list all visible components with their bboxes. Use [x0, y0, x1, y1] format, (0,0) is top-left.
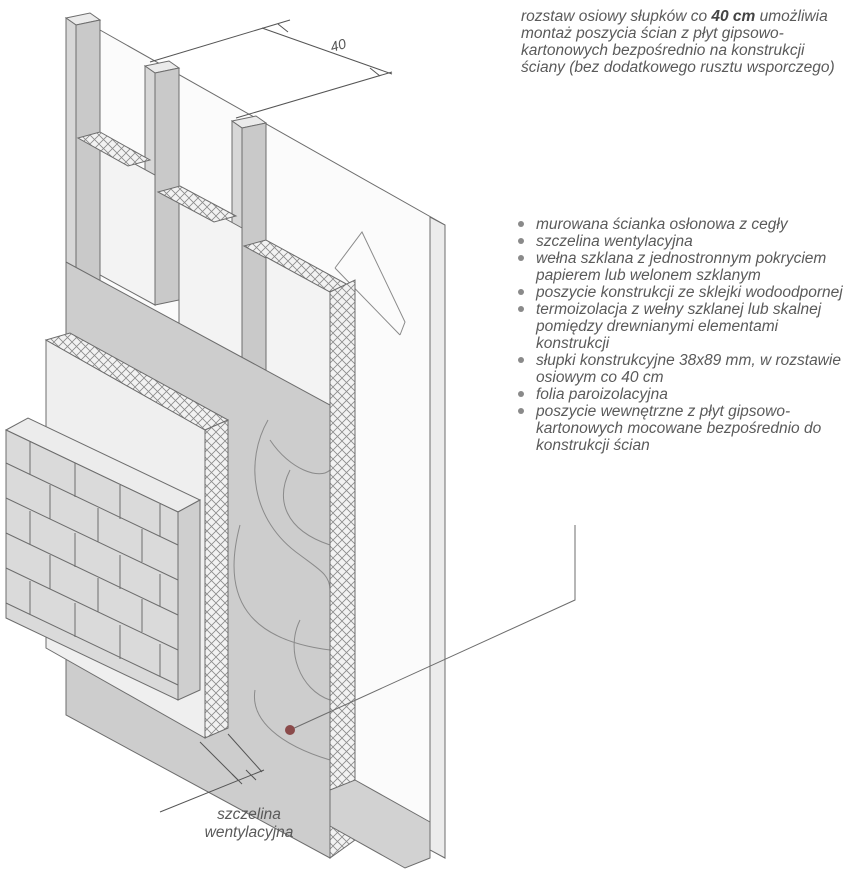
gypsum-board-edge: [429, 216, 446, 859]
insulation-infill-1: [99, 144, 156, 306]
legend-item: poszycie wewnętrzne z płyt gipsowo-karto…: [517, 403, 851, 454]
plywood-grain: [233, 419, 331, 761]
bullet-icon: [518, 289, 524, 295]
layer-legend: murowana ścianka osłonowa z cegły szczel…: [517, 216, 851, 454]
brick-veneer: [4, 417, 202, 701]
legend-leader: [285, 525, 576, 735]
gap-label-line-2: wentylacyjna: [204, 824, 294, 841]
bottom-plate: [329, 779, 431, 869]
plywood-sheathing-edge: [329, 279, 356, 859]
legend-item: folia paroizolacyjna: [517, 386, 851, 403]
ventilation-gap-dimension: [159, 733, 265, 813]
legend-item: murowana ścianka osłonowa z cegły: [517, 216, 851, 233]
stud-spacing-note: rozstaw osiowy słupków co 40 cm umożliwi…: [521, 8, 841, 76]
legend-item: wełna szklana z jednostronnym pokryciem …: [517, 250, 851, 284]
bullet-icon: [518, 221, 524, 227]
vapor-barrier-foil: [334, 231, 406, 336]
bullet-icon: [518, 306, 524, 312]
bullet-icon: [518, 357, 524, 363]
stud-spacing-value: 40: [328, 35, 348, 55]
bullet-icon: [518, 255, 524, 261]
bullet-icon: [518, 391, 524, 397]
legend-item: poszycie konstrukcji ze sklejki wodoodpo…: [517, 284, 851, 301]
legend-item: termoizolacja z wełny szklanej lub skaln…: [517, 301, 851, 352]
note-intro: rozstaw osiowy słupków co: [521, 8, 712, 25]
stud-spacing-dimension: [149, 19, 393, 119]
gap-label-line-1: szczelina: [217, 806, 281, 823]
bullet-icon: [518, 238, 524, 244]
glass-wool-board-edge: [204, 419, 229, 739]
ventilation-gap-label: szczelina wentylacyjna: [184, 806, 314, 842]
legend-item: słupki konstrukcyjne 38x89 mm, w rozstaw…: [517, 352, 851, 386]
insulation-infill-2-top: [156, 185, 238, 223]
insulation-infill-1-top: [76, 131, 152, 167]
leader-dot: [285, 725, 295, 735]
note-spacing-value: 40 cm: [711, 8, 756, 25]
note-body: umożliwia montaż poszycia ścian z płyt g…: [521, 8, 835, 76]
legend-item: szczelina wentylacyjna: [517, 233, 851, 250]
bullet-icon: [518, 408, 524, 414]
